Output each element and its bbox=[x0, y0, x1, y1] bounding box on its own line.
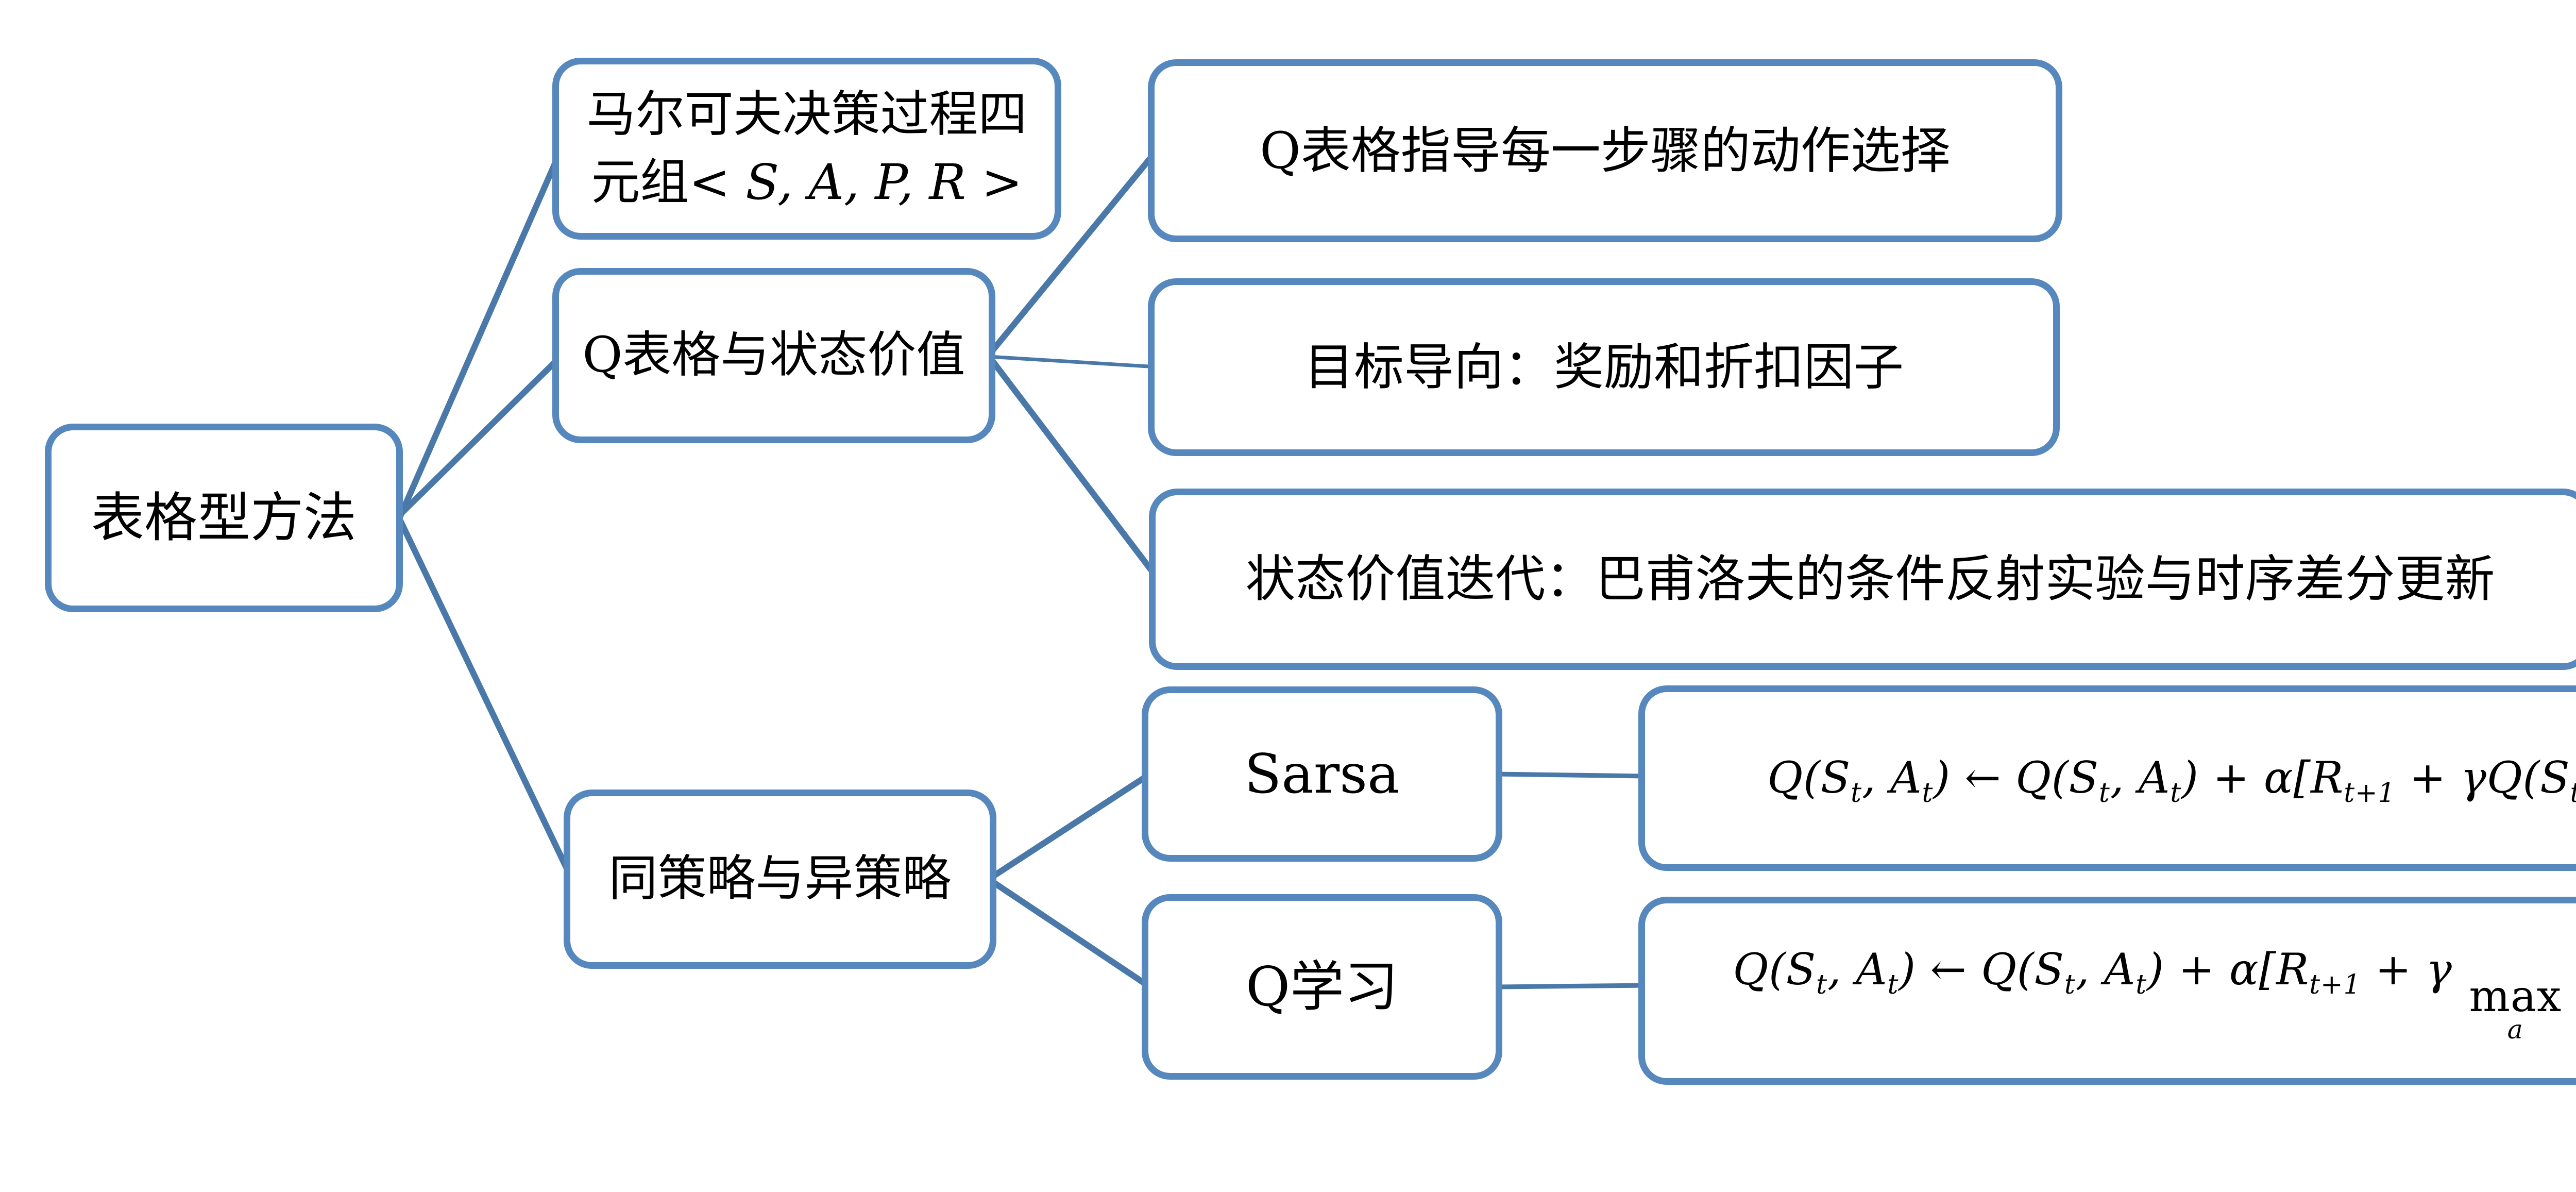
node-root-tabular-methods[interactable]: 表格型方法 bbox=[45, 424, 403, 612]
node-qtable-guides-actions[interactable]: Q表格指导每一步骤的动作选择 bbox=[1148, 59, 2062, 242]
node-mdp-tuple[interactable]: 马尔可夫决策过程四元组< S, A, P, R > bbox=[552, 58, 1061, 240]
node-label: 目标导向：奖励和折扣因子 bbox=[1304, 338, 1904, 396]
mdp-text-suffix: > bbox=[965, 154, 1023, 211]
node-label: Sarsa bbox=[1244, 742, 1400, 805]
node-label: 表格型方法 bbox=[91, 486, 357, 549]
node-on-policy-off-policy[interactable]: 同策略与异策略 bbox=[564, 790, 996, 969]
node-sarsa-update-formula[interactable]: Q(St, At) ← Q(St, At) + α[Rt+1 + γQ(St+1… bbox=[1638, 685, 2576, 871]
node-q-learning[interactable]: Q学习 bbox=[1142, 894, 1502, 1080]
mdp-text: 马尔可夫决策过程四元组< bbox=[586, 86, 1027, 211]
mdp-variables: S, A, P, R bbox=[745, 154, 966, 211]
node-label: Q表格与状态价值 bbox=[582, 327, 965, 384]
connector-root-to-qtable bbox=[397, 353, 564, 518]
node-label: Q学习 bbox=[1245, 955, 1399, 1018]
connector-policy-to-sarsa bbox=[988, 771, 1152, 881]
connector-qlearning-to-formula bbox=[1496, 983, 1647, 989]
connector-qtable-to-goal bbox=[989, 355, 1157, 369]
node-state-value-iteration[interactable]: 状态价值迭代：巴甫洛夫的条件反射实验与时序差分更新 bbox=[1149, 489, 2576, 670]
node-qtable-state-value[interactable]: Q表格与状态价值 bbox=[552, 268, 995, 443]
connector-policy-to-qlearning bbox=[988, 878, 1152, 989]
node-sarsa[interactable]: Sarsa bbox=[1142, 686, 1502, 862]
connector-root-to-mdp bbox=[396, 147, 565, 520]
sarsa-update-formula: Q(St, At) ← Q(St, At) + α[Rt+1 + γQ(St+1… bbox=[1767, 752, 2576, 809]
node-label: Q表格指导每一步骤的动作选择 bbox=[1260, 121, 1951, 180]
node-label: 马尔可夫决策过程四元组< S, A, P, R > bbox=[559, 81, 1055, 216]
node-label: 状态价值迭代：巴甫洛夫的条件反射实验与时序差分更新 bbox=[1245, 550, 2495, 609]
node-label: 同策略与异策略 bbox=[608, 850, 952, 908]
connector-root-to-policy bbox=[396, 517, 575, 881]
connector-qtable-to-valueiter bbox=[987, 355, 1161, 581]
connector-sarsa-to-formula bbox=[1496, 771, 1647, 779]
node-goal-oriented[interactable]: 目标导向：奖励和折扣因子 bbox=[1148, 278, 2060, 456]
connector-qtable-to-guides bbox=[987, 148, 1159, 357]
